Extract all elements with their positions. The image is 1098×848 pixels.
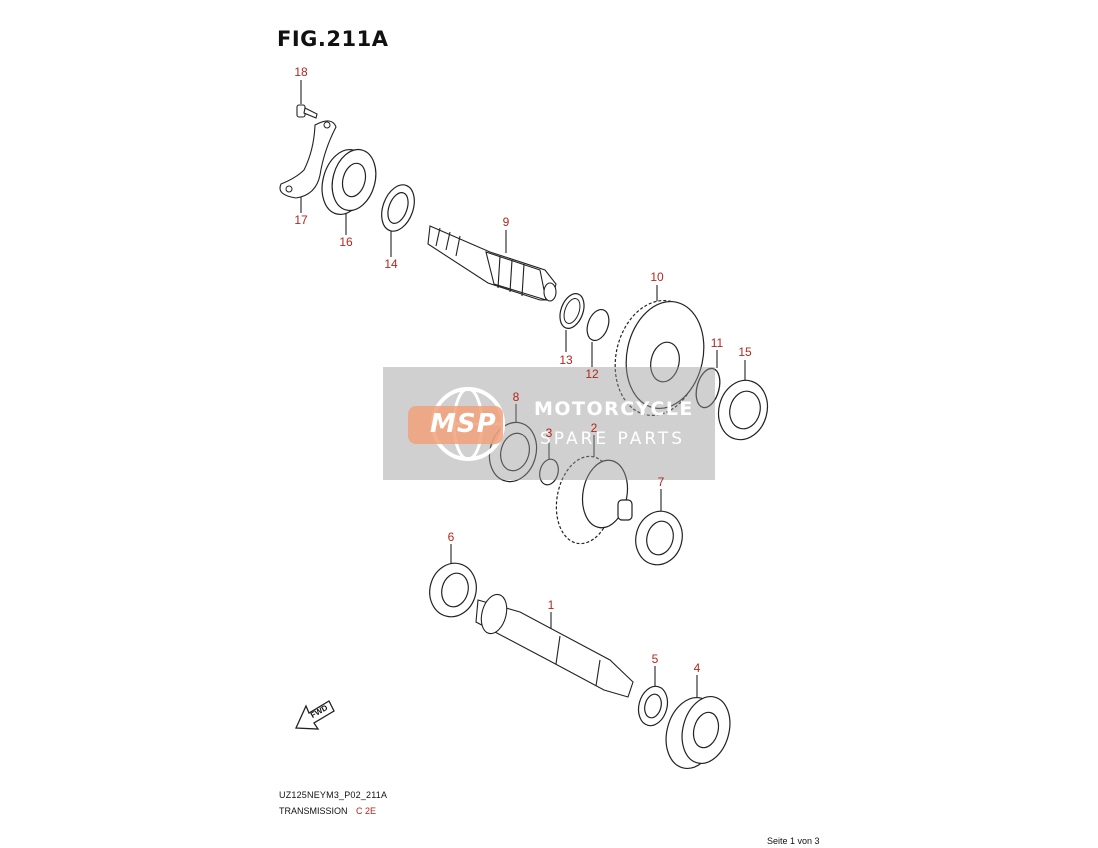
part-4-bearing <box>665 696 731 769</box>
callout-11[interactable]: 11 <box>710 336 724 350</box>
callout-5[interactable]: 5 <box>651 652 659 666</box>
part-3-washer <box>539 458 559 486</box>
part-10-final-gear <box>614 299 705 417</box>
callout-18[interactable]: 18 <box>294 65 308 79</box>
part-18-screw <box>296 104 318 119</box>
callout-6[interactable]: 6 <box>447 530 455 544</box>
callout-15[interactable]: 15 <box>738 345 752 359</box>
watermark-logo-icon <box>408 387 505 461</box>
part-5-oil-seal <box>637 685 669 727</box>
watermark-line1: MOTORCYCLE <box>534 398 694 420</box>
section-title: TRANSMISSION C 2E <box>279 806 376 816</box>
fwd-arrow-icon <box>295 700 335 730</box>
callout-3[interactable]: 3 <box>545 426 553 440</box>
part-17-bracket <box>279 120 337 199</box>
part-6-bearing <box>429 562 477 618</box>
callout-7[interactable]: 7 <box>657 475 665 489</box>
callout-16[interactable]: 16 <box>339 235 353 249</box>
page-indicator: Seite 1 von 3 <box>767 836 820 846</box>
part-14-oil-seal <box>381 184 415 232</box>
part-7-bearing <box>635 510 683 566</box>
part-11-circlip <box>695 367 721 409</box>
callout-4[interactable]: 4 <box>693 661 701 675</box>
part-9-drive-shaft <box>427 225 557 302</box>
part-13-washer <box>559 293 585 329</box>
part-15-bearing <box>717 379 769 441</box>
callout-14[interactable]: 14 <box>384 257 398 271</box>
callout-8[interactable]: 8 <box>512 390 520 404</box>
part-2-countershaft-gear <box>555 455 633 545</box>
part-1-countershaft <box>475 593 634 698</box>
callout-13[interactable]: 13 <box>559 353 573 367</box>
figure-title: FIG.211A <box>277 27 389 51</box>
callout-9[interactable]: 9 <box>502 215 510 229</box>
part-12-ring <box>586 308 610 342</box>
model-code: UZ125NEYM3_P02_211A <box>279 790 388 800</box>
section-name: TRANSMISSION <box>279 806 348 816</box>
callout-10[interactable]: 10 <box>650 270 664 284</box>
watermark-line2: SPARE PARTS <box>540 429 686 449</box>
callout-2[interactable]: 2 <box>590 421 598 435</box>
watermark-msp-text: MSP <box>430 409 497 439</box>
callout-17[interactable]: 17 <box>294 213 308 227</box>
callout-1[interactable]: 1 <box>547 598 555 612</box>
section-marks: C 2E <box>356 806 377 816</box>
callout-12[interactable]: 12 <box>585 367 599 381</box>
part-16-bearing <box>321 148 377 215</box>
